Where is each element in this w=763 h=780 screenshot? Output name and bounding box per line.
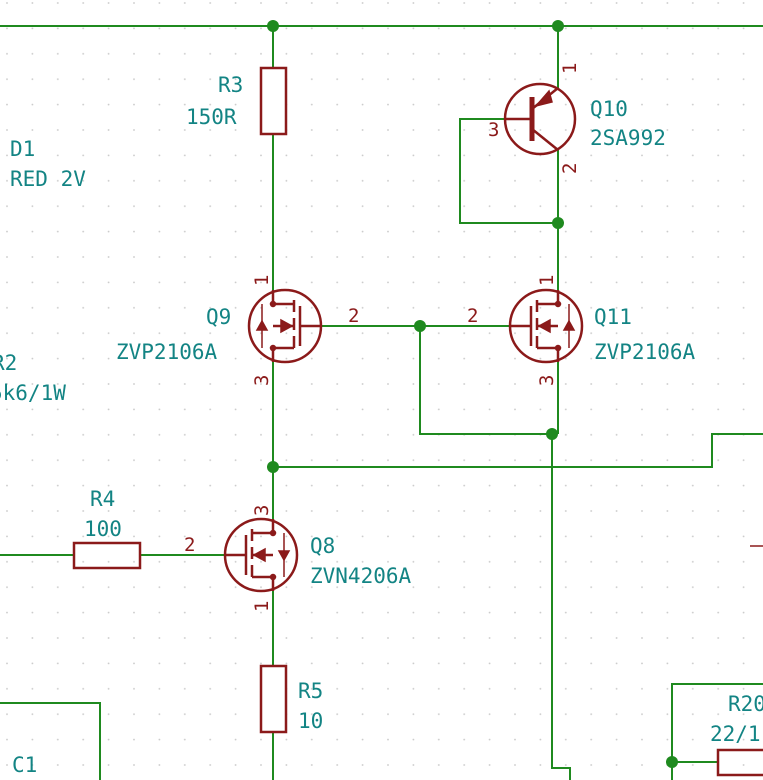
r4-value: 100 — [84, 517, 122, 541]
resistor-body — [716, 748, 763, 777]
collector-lead — [531, 128, 559, 151]
d1-value: RED 2V — [10, 167, 86, 191]
resistor-r5[interactable]: R5 10 — [259, 664, 323, 734]
q9-pin-3: 3 — [251, 375, 273, 386]
r20-value: 22/1 — [710, 722, 761, 746]
r4-reference: R4 — [90, 487, 115, 511]
mosfet-q11[interactable]: 1 2 3 Q11 ZVP2106A — [467, 275, 696, 386]
emitter-arrow-icon — [533, 89, 553, 108]
q8-pin-1: 1 — [251, 601, 273, 612]
wire-q11-node-down[interactable] — [551, 434, 571, 780]
r2-reference: R2 — [0, 351, 17, 375]
capacitor-c1[interactable]: C1 — [12, 753, 37, 777]
q11-pin-2: 2 — [467, 305, 478, 327]
junction-dot[interactable] — [267, 20, 279, 32]
wire-c1-area[interactable] — [0, 702, 101, 780]
body-diode-icon — [277, 550, 291, 562]
dot — [554, 344, 562, 352]
r3-value: 150R — [186, 105, 237, 129]
r20-reference: R20 — [728, 692, 763, 716]
q9-reference: Q9 — [206, 305, 231, 329]
junction-dot[interactable] — [414, 320, 426, 332]
q9-pin-1: 1 — [251, 275, 273, 286]
wires — [0, 25, 763, 780]
mosfet-q8[interactable]: 3 2 1 Q8 ZVN4206A — [184, 505, 412, 612]
resistor-body — [72, 541, 142, 570]
q11-pin-3: 3 — [536, 375, 558, 386]
body-diode-icon — [562, 319, 576, 331]
resistor-r20[interactable]: R20 22/1 — [710, 692, 763, 777]
dot — [269, 529, 277, 537]
q8-reference: Q8 — [310, 534, 335, 558]
dot — [269, 344, 277, 352]
q8-value: ZVN4206A — [310, 564, 412, 588]
dot — [554, 300, 562, 308]
wire-r20-area[interactable] — [671, 683, 763, 780]
dot — [269, 573, 277, 581]
wire-output-node-right[interactable] — [273, 433, 763, 468]
mosfet-q9[interactable]: 1 2 3 Q9 ZVP2106A — [116, 275, 359, 386]
resistor-body — [259, 66, 288, 136]
q11-value: ZVP2106A — [594, 340, 696, 364]
q9-pin-2: 2 — [348, 305, 359, 327]
resistor-r4[interactable]: R4 100 — [72, 487, 142, 570]
junction-dot[interactable] — [546, 428, 558, 440]
channel-arrow-icon — [280, 318, 294, 334]
transistor-q10[interactable]: 1 3 2 Q10 2SA992 — [488, 63, 666, 174]
resistor-r2[interactable]: R2 5k6/1W — [0, 351, 66, 405]
r2-value: 5k6/1W — [0, 381, 66, 405]
r5-value: 10 — [298, 709, 323, 733]
d1-reference: D1 — [10, 137, 35, 161]
q10-reference: Q10 — [590, 97, 628, 121]
q8-pin-3: 3 — [251, 505, 273, 516]
q10-pin-1: 1 — [559, 63, 581, 74]
channel-arrow-icon — [252, 547, 266, 563]
q10-value: 2SA992 — [590, 126, 666, 150]
channel-arrow-icon — [537, 318, 551, 334]
junction-dot[interactable] — [552, 217, 564, 229]
body-diode-icon — [255, 319, 269, 331]
resistor-body — [259, 664, 288, 734]
junction-dot[interactable] — [552, 20, 564, 32]
q10-pin-2: 2 — [559, 163, 581, 174]
q8-pin-2: 2 — [184, 534, 195, 556]
q10-pin-3: 3 — [488, 119, 499, 141]
r5-reference: R5 — [298, 679, 323, 703]
q9-value: ZVP2106A — [116, 340, 218, 364]
q11-pin-1: 1 — [536, 275, 558, 286]
c1-reference: C1 — [12, 753, 37, 777]
resistor-r3[interactable]: R3 150R — [186, 66, 288, 136]
r3-reference: R3 — [218, 73, 243, 97]
diode-d1[interactable]: D1 RED 2V — [10, 137, 86, 191]
wire-gate-node-down[interactable] — [419, 326, 552, 435]
wire-q10-base-loop[interactable] — [459, 118, 558, 224]
junction-dot[interactable] — [267, 461, 279, 473]
junctions — [267, 20, 678, 768]
junction-dot[interactable] — [666, 756, 678, 768]
q11-reference: Q11 — [594, 305, 632, 329]
dot — [269, 300, 277, 308]
mosfet-body — [223, 517, 299, 593]
transistor-body — [503, 82, 577, 156]
